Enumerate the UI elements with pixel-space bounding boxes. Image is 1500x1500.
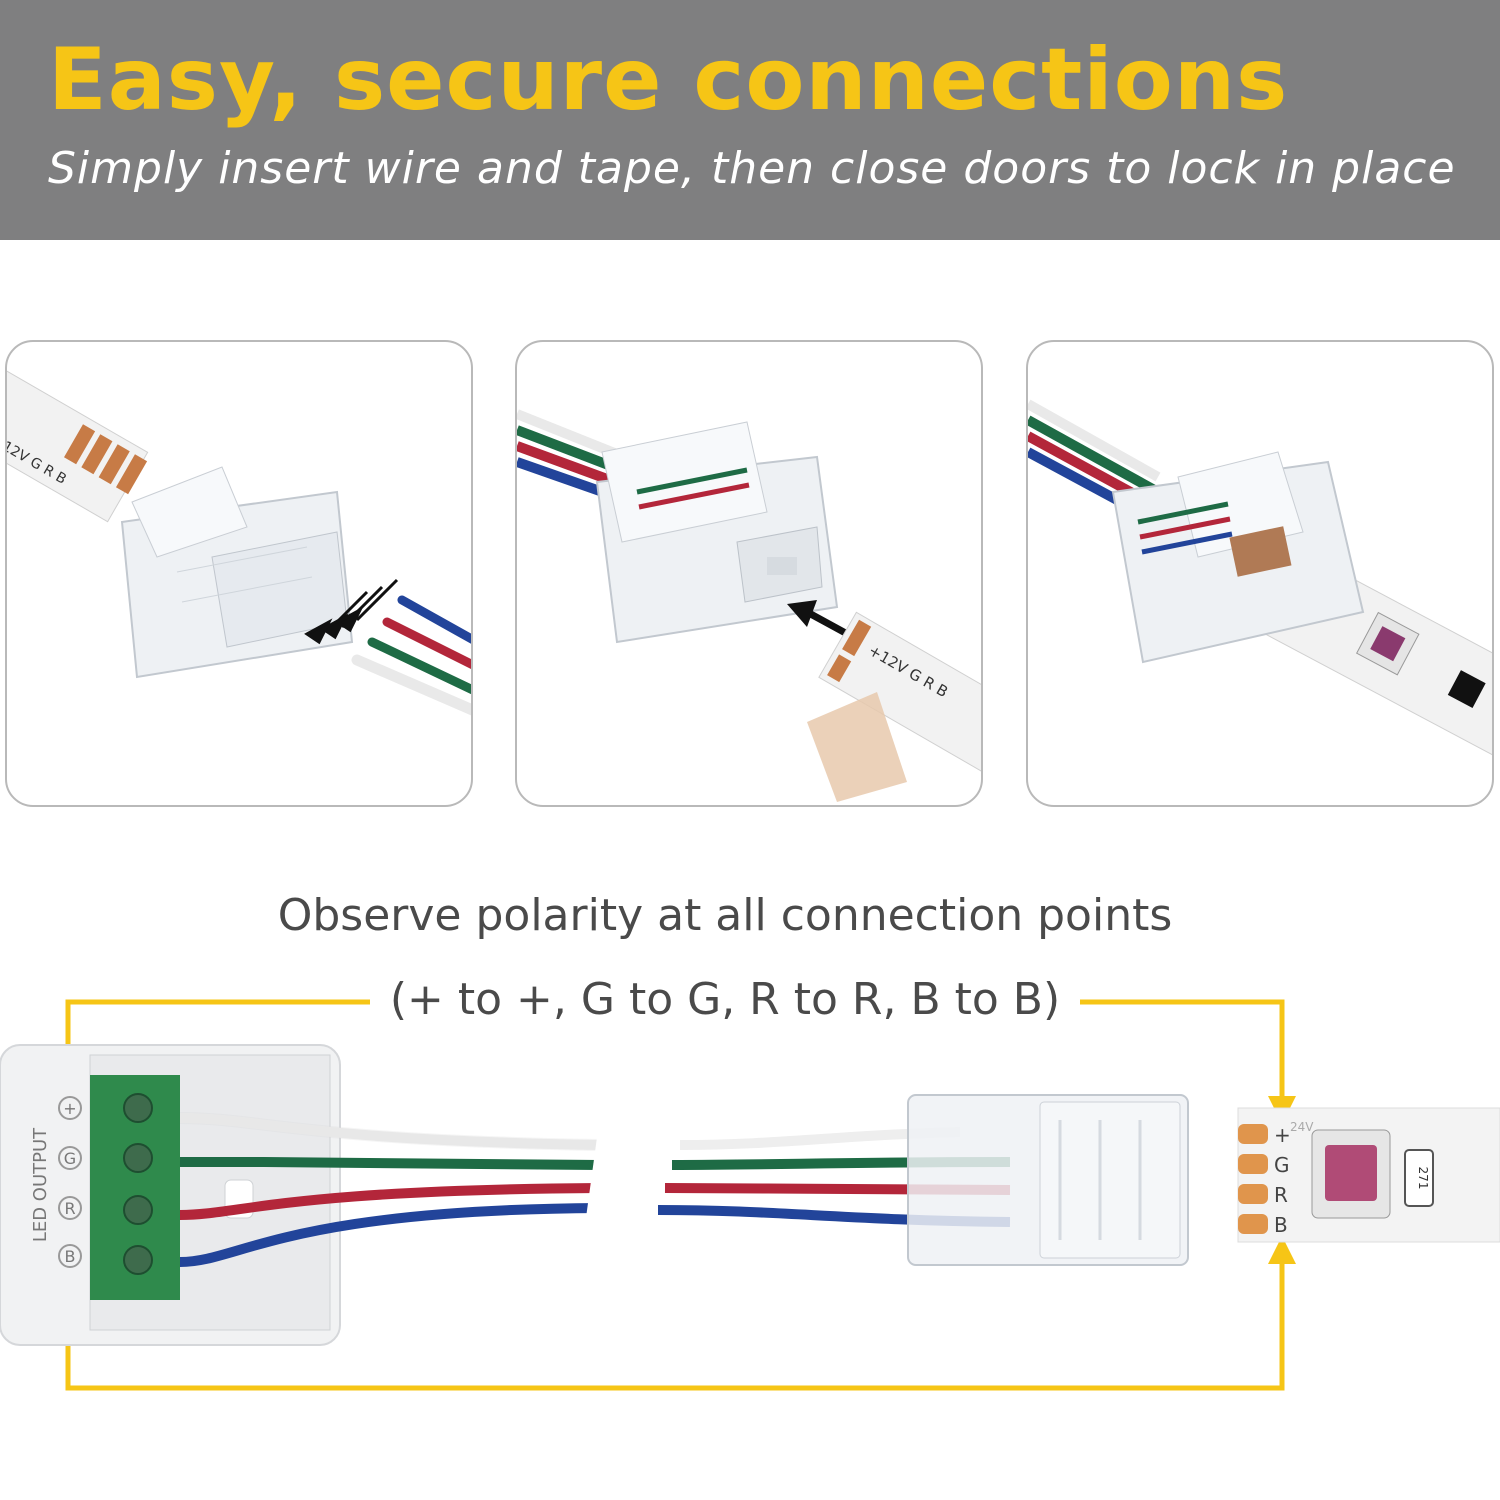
terminal-screw <box>123 1245 153 1275</box>
terminal-screw <box>123 1195 153 1225</box>
polarity-arrow-loop <box>65 999 1285 1391</box>
clip-connector <box>595 421 839 644</box>
strip-voltage: 24V <box>1290 1120 1314 1134</box>
led-strip-end: +12V G R B <box>7 366 149 523</box>
resistor-label: 271 <box>1416 1167 1430 1190</box>
page-subtitle: Simply insert wire and tape, then close … <box>48 143 1456 194</box>
controller-label: LED OUTPUT <box>30 1127 51 1242</box>
step-1-panel: +12V G R B <box>5 340 473 807</box>
wire-break <box>585 1130 640 1225</box>
controller-terminal-label: B <box>65 1247 76 1266</box>
terminal-screw <box>123 1143 153 1173</box>
strip-pad-label: G <box>1274 1153 1290 1177</box>
controller-box: LED OUTPUT + G R B <box>0 1044 341 1346</box>
controller-terminal-label: + <box>63 1099 76 1118</box>
wire-bundle-left <box>179 1112 601 1267</box>
controller-terminal-label: R <box>64 1199 75 1218</box>
step-2-panel: +12V G R B <box>515 340 983 807</box>
page-title: Easy, secure connections <box>48 30 1289 130</box>
terminal-screw <box>123 1093 153 1123</box>
clip-connector <box>120 466 354 679</box>
insert-arrows <box>304 578 399 645</box>
clip-connector-closed <box>1111 451 1365 664</box>
polarity-note: Observe polarity at all connection point… <box>277 890 1173 941</box>
strip-pad-label: B <box>1274 1213 1288 1237</box>
strip-pad-label: R <box>1274 1183 1288 1207</box>
header-banner: Easy, secure connections Simply insert w… <box>0 0 1500 240</box>
resistor <box>1404 1149 1434 1207</box>
clip-connector <box>907 1094 1189 1266</box>
wiring-diagram: LED OUTPUT + G R B <box>0 999 1500 1391</box>
strip-pad-label: + <box>1274 1123 1291 1147</box>
controller-terminal-label: G <box>64 1149 76 1168</box>
loose-wires <box>351 595 471 716</box>
polarity-pairs: (+ to +, G to G, R to R, B to B) <box>370 974 1080 1025</box>
step-3-panel: 2V <box>1026 340 1494 807</box>
led-strip: + 24V G R B 271 <box>1237 1107 1500 1243</box>
adhesive-backing <box>807 692 907 802</box>
